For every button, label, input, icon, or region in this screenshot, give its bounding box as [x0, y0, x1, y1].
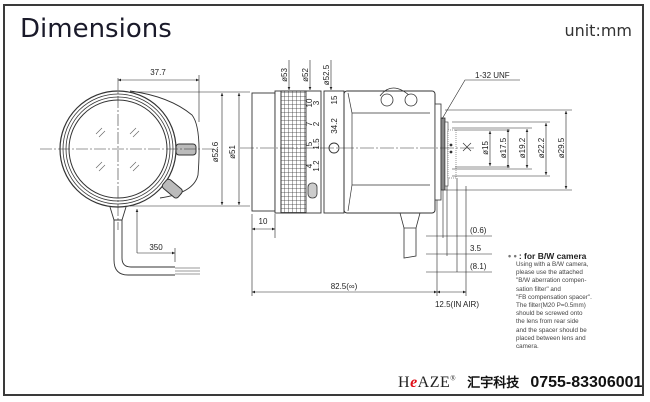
- dim-cable-350: 350: [149, 243, 163, 252]
- dim-rear-22-2: ø22.2: [537, 137, 546, 158]
- scale-mark: 5: [305, 141, 314, 146]
- note-heading-text: : for B/W camera: [518, 251, 587, 261]
- note-line: "FB compensation spacer".: [516, 293, 592, 301]
- dim-diameter-52-6: ø52.6: [211, 141, 220, 162]
- note-line: and the spacer should be: [516, 326, 587, 334]
- brand-phone: 0755-83306001: [530, 374, 643, 391]
- dim-offset-0-6: (0.6): [470, 226, 487, 235]
- focal-mark: 15: [330, 95, 339, 104]
- brand-footer: HeAZE® 汇宇科技 0755-83306001: [398, 372, 642, 392]
- side-view: [240, 87, 475, 259]
- dim-total-82-5: 82.5(∞): [331, 282, 358, 291]
- scale-mark: 1.2: [312, 160, 321, 172]
- dim-diameter-51: ø51: [228, 145, 237, 159]
- focal-scale: 15 34.2: [330, 95, 339, 134]
- logo-h: H: [398, 374, 411, 391]
- focal-mark: 34.2: [330, 118, 339, 134]
- scale-mark: 4: [305, 163, 314, 168]
- note-line: please use the attached: [516, 269, 583, 277]
- page-title: Dimensions: [20, 14, 172, 44]
- front-dimensions: [118, 75, 250, 262]
- dim-rear-15: ø15: [481, 141, 490, 155]
- note-line: should be screwed onto: [516, 310, 583, 318]
- note-heading: • •: for B/W camera: [508, 251, 638, 261]
- note-line: sation filter" and: [516, 285, 561, 293]
- brand-name-cn: 汇宇科技: [467, 376, 520, 391]
- logo-e: e: [410, 374, 418, 391]
- thread-label: 1-32 UNF: [475, 71, 510, 80]
- note-line: "B/W aberration compen-: [516, 277, 587, 285]
- brand-logo: HeAZE®: [398, 374, 456, 391]
- note-line: camera.: [516, 343, 539, 351]
- dim-rear-19-2: ø19.2: [518, 137, 527, 158]
- bw-camera-note: • •: for B/W camera Using with a B/W cam…: [508, 251, 638, 351]
- registered-mark: ®: [450, 374, 457, 383]
- scale-mark: 10: [305, 98, 314, 107]
- front-view: [40, 78, 220, 276]
- note-marker: • •: [508, 251, 517, 261]
- scale-mark: 3: [312, 100, 321, 105]
- dim-flange-back: 12.5(IN AIR): [435, 300, 479, 309]
- scale-mark: 1.5: [312, 138, 321, 150]
- dim-ring-53: ø53: [280, 68, 289, 82]
- dim-offset-3-5: 3.5: [470, 244, 482, 253]
- dim-ring-52: ø52: [301, 68, 310, 82]
- note-line: Using with a B/W camera,: [516, 261, 589, 268]
- scale-mark: 7: [305, 121, 314, 126]
- dim-front-10: 10: [259, 217, 268, 226]
- dim-width-37-7: 37.7: [150, 68, 166, 77]
- aperture-scale: 10 3 7 2 5 1.5 4 1.2: [305, 98, 321, 172]
- dim-offset-8-1: (8.1): [470, 262, 487, 271]
- note-line: placed between lens and: [516, 334, 586, 342]
- note-body: Using with a B/W camera, please use the …: [516, 261, 638, 351]
- scale-mark: 2: [312, 121, 321, 126]
- logo-rest: AZE: [417, 374, 451, 391]
- side-dimensions: [251, 60, 572, 296]
- dim-ring-52-5: ø52.5: [322, 64, 331, 85]
- note-line: the lens from rear side: [516, 318, 579, 326]
- dim-rear-29-5: ø29.5: [557, 137, 566, 158]
- dim-rear-17-5: ø17.5: [499, 137, 508, 158]
- note-line: The filter(M20 P=0.5mm): [516, 302, 586, 310]
- unit-label: unit:mm: [564, 21, 632, 40]
